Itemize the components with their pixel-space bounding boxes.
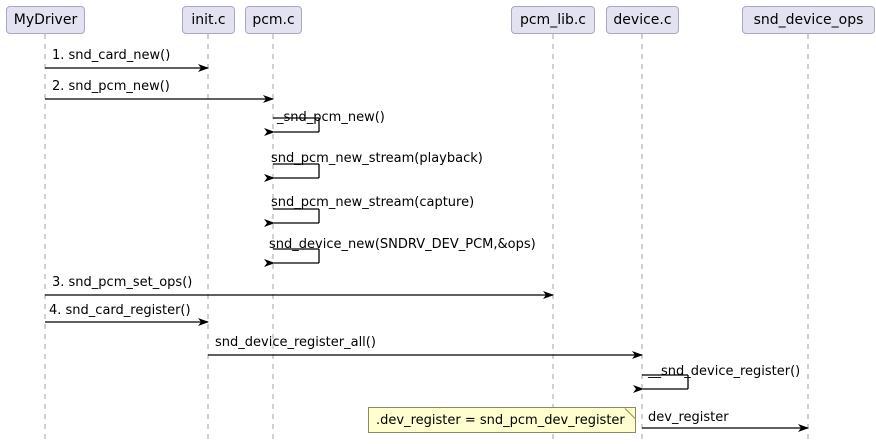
message-label-snd-device-new-sndrv-dev-pcm-ops: snd_device_new(SNDRV_DEV_PCM,&ops) [269, 237, 536, 252]
note-dev-register: .dev_register = snd_pcm_dev_register [368, 407, 636, 433]
message-label-2-snd-pcm-new: 2. snd_pcm_new() [52, 79, 170, 94]
message-label-4-snd-card-register: 4. snd_card_register() [49, 303, 191, 318]
message-label-snd-device-register-all: snd_device_register_all() [215, 335, 376, 350]
lifelines-group [44, 34, 809, 444]
message-label-snd-device-register: __snd_device_register() [648, 364, 801, 379]
message-arrow-snd-pcm-new-stream-playback [264, 163, 320, 182]
message-label-3-snd-pcm-set-ops: 3. snd_pcm_set_ops() [52, 275, 193, 290]
message-arrow-snd-device-register [633, 374, 689, 393]
participant-init-c[interactable]: init.c [182, 6, 235, 34]
participant-snd-device-ops[interactable]: snd_device_ops [742, 6, 875, 34]
participant-pcm-lib-c[interactable]: pcm_lib.c [511, 6, 595, 34]
message-label-snd-pcm-new-stream-capture: snd_pcm_new_stream(capture) [271, 195, 475, 210]
message-arrow-snd-pcm-new [264, 117, 320, 136]
message-label-dev-register: dev_register [648, 410, 729, 425]
participant-mydriver[interactable]: MyDriver [6, 6, 85, 34]
message-arrow-snd-pcm-new-stream-capture [264, 208, 320, 227]
message-label-1-snd-card-new: 1. snd_card_new() [52, 48, 171, 63]
message-label-snd-pcm-new: _snd_pcm_new() [277, 110, 385, 125]
message-arrow-snd-device-new-sndrv-dev-pcm-ops [264, 248, 320, 267]
participant-device-c[interactable]: device.c [606, 6, 679, 34]
participant-pcm-c[interactable]: pcm.c [245, 6, 302, 34]
arrows-group [45, 64, 809, 432]
message-label-snd-pcm-new-stream-playback: snd_pcm_new_stream(playback) [271, 151, 483, 166]
